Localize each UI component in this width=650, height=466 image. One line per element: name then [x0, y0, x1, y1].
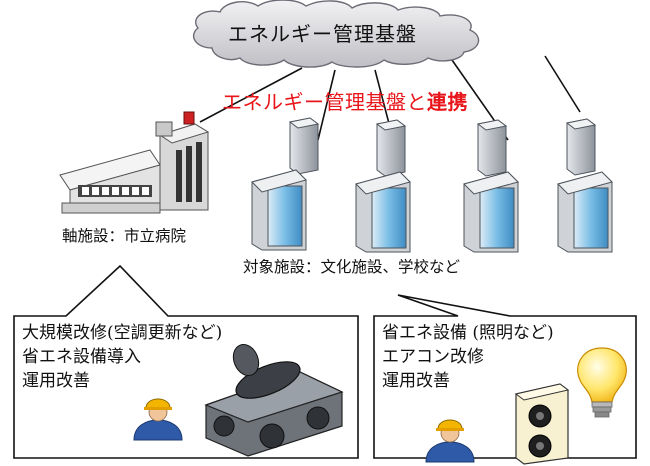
- target-facilities-label: 対象施設：文化施設、学校など: [243, 258, 461, 276]
- right-callout-line: エアコン改修: [382, 347, 484, 367]
- connection-line-4: [544, 55, 581, 113]
- chiller-machine-icon: [204, 343, 344, 457]
- connection-line-1: [317, 69, 336, 141]
- office-building-icon: [557, 171, 613, 253]
- office-building-icon: [463, 171, 519, 253]
- worker-icon: [133, 398, 183, 441]
- right-callout-box: [373, 294, 637, 459]
- hospital-building-icon: [59, 111, 210, 214]
- right-callout-line: 省エネ設備 (照明など): [382, 323, 554, 343]
- left-callout-line: 省エネ設備導入: [22, 347, 141, 367]
- connection-line-hospital: [199, 67, 303, 123]
- outdoor-ac-unit-icon: [514, 383, 570, 465]
- cloud-icon: [193, 0, 480, 68]
- link-label-prefix: エネルギー管理基盤と: [222, 90, 427, 114]
- left-callout-line: 運用改善: [22, 371, 90, 391]
- right-callout-line: 運用改善: [382, 371, 450, 391]
- link-label-emphasis: 連携: [427, 90, 468, 114]
- server-icon: [476, 119, 508, 177]
- server-icon: [288, 117, 320, 175]
- light-bulb-icon: [577, 347, 627, 418]
- server-icon: [565, 118, 597, 176]
- server-icon: [375, 119, 407, 177]
- link-label: エネルギー管理基盤と連携: [222, 86, 468, 115]
- office-building-icon: [251, 169, 307, 251]
- office-building-icon: [355, 171, 411, 253]
- worker-icon: [425, 419, 475, 463]
- hub-facility-label: 軸施設：市立病院: [62, 227, 187, 245]
- left-callout-line: 大規模改修(空調更新など): [22, 323, 223, 343]
- cloud-label: エネルギー管理基盤: [228, 22, 417, 46]
